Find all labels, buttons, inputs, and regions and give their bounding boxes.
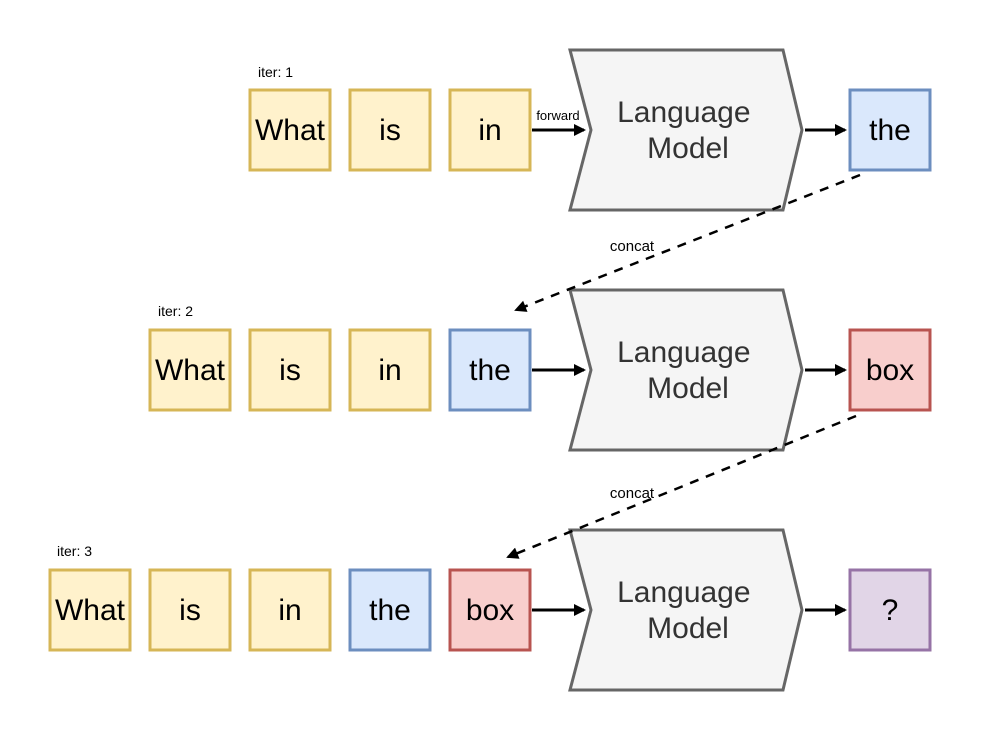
output-token-label-question: ? [882, 594, 899, 627]
language-model-shape-1 [568, 48, 804, 212]
iter-1-label: iter: 1 [258, 64, 293, 80]
forward-arrow-label-1: forward [536, 108, 579, 123]
iter-2-label: iter: 2 [158, 303, 193, 319]
token-rect-is-3 [148, 568, 232, 652]
token-label-is-1: is [379, 114, 401, 147]
iteration-2: iter: 2 What is in the Language Model bo… [148, 288, 932, 452]
language-model-shape-3 [568, 528, 804, 692]
token-label-what-3: What [55, 594, 126, 627]
iteration-3: iter: 3 What is in the box Language Mode… [48, 528, 932, 692]
language-model-title-1: Language Model [617, 96, 759, 165]
token-rect-the-3 [348, 568, 432, 652]
token-rect-what-1 [248, 88, 332, 172]
token-rect-what-3 [48, 568, 132, 652]
token-label-what-1: What [255, 114, 326, 147]
token-label-what-2: What [155, 354, 226, 387]
language-model-title-3: Language Model [617, 576, 759, 645]
token-label-in-1: in [478, 114, 501, 147]
token-label-the-3: the [369, 594, 411, 627]
token-rect-box-3 [448, 568, 532, 652]
token-rect-what-2 [148, 328, 232, 412]
language-model-title-2: Language Model [617, 336, 759, 405]
token-label-is-2: is [279, 354, 301, 387]
token-label-in-2: in [378, 354, 401, 387]
concat-arrow-1 [514, 173, 861, 312]
token-rect-in-3 [248, 568, 332, 652]
token-rect-the-2 [448, 328, 532, 412]
iter-3-label: iter: 3 [57, 543, 92, 559]
token-rect-is-1 [348, 88, 432, 172]
token-rect-is-2 [248, 328, 332, 412]
concat-connectors: concat concat [506, 173, 861, 559]
output-token-rect-question [848, 568, 932, 652]
token-label-box-3: box [466, 594, 514, 627]
token-rect-in-2 [348, 328, 432, 412]
token-label-is-3: is [179, 594, 201, 627]
concat-arrow-label-2: concat [610, 485, 655, 502]
output-token-rect-the [848, 88, 932, 172]
concat-arrow-label-1: concat [610, 238, 655, 255]
iteration-1: iter: 1 What is in forward Language Mode… [248, 48, 932, 212]
token-rect-in-1 [448, 88, 532, 172]
output-token-label-box: box [866, 354, 914, 387]
output-token-label-the: the [869, 114, 911, 147]
token-label-in-3: in [278, 594, 301, 627]
concat-arrow-2 [506, 414, 857, 559]
language-model-shape-2 [568, 288, 804, 452]
token-label-the-2: the [469, 354, 511, 387]
output-token-rect-box [848, 328, 932, 412]
